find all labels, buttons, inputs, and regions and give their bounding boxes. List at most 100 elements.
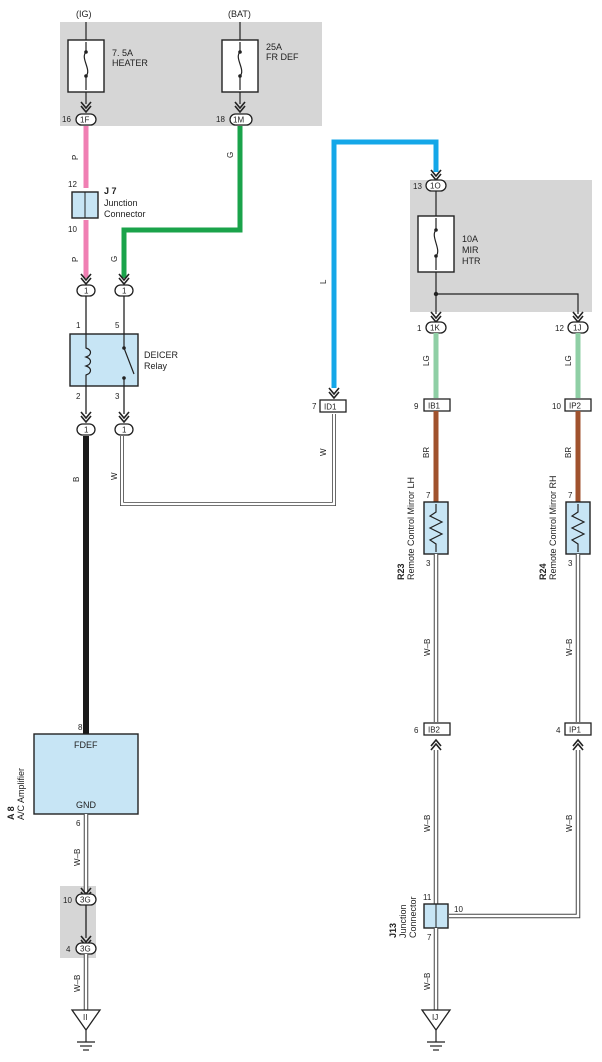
wire-label-br-right: BR <box>564 447 573 458</box>
wire-label-w-right: W <box>319 448 328 456</box>
wire-label-wb-amp: W–B <box>73 849 82 866</box>
ip1-pin: 4 <box>556 726 561 735</box>
pin-18: 18 <box>216 115 225 124</box>
r24-pin-3: 3 <box>568 559 573 568</box>
fuse-mir-htr-icon <box>433 218 439 270</box>
wire-w <box>120 414 336 506</box>
a8-pin-8: 8 <box>78 723 83 732</box>
connector-ib2 <box>423 722 451 736</box>
relay-pin-1: 1 <box>76 321 81 330</box>
wire-label-g-lower: G <box>110 256 119 262</box>
connector-ib2-label: IB2 <box>428 726 441 735</box>
ground-pin-10: 10 <box>63 896 72 905</box>
fuse-heater-name: HEATER <box>112 58 148 68</box>
relay-name-1: DEICER <box>144 350 179 360</box>
a8-pin-6: 6 <box>76 819 81 828</box>
wire-label-w-left: W <box>110 472 119 480</box>
relay-pin-2: 2 <box>76 392 81 401</box>
wire-l <box>331 139 439 388</box>
wire-label-lg-right: LG <box>564 355 573 366</box>
bat-label: (BAT) <box>228 9 251 19</box>
wire-label-p-lower: P <box>71 257 80 262</box>
ground-ii-label: II <box>83 1013 87 1022</box>
j7-pin-10: 10 <box>68 225 77 234</box>
j7-name-1: Junction <box>104 198 138 208</box>
connector-3g-bot-label: 3G <box>80 945 91 954</box>
connector-1o-label: 1O <box>430 182 441 191</box>
wire-label-wb-r24: W–B <box>565 639 574 656</box>
id1-pin: 7 <box>312 402 317 411</box>
relay-name-2: Relay <box>144 361 168 371</box>
a8-id: A 8 <box>6 806 16 820</box>
wire-label-b: B <box>72 477 81 482</box>
ground-pin-4: 4 <box>66 945 71 954</box>
ground-ii-icon <box>70 1009 102 1051</box>
relay-connector-bot-right <box>114 423 134 436</box>
j13-pin-10: 10 <box>454 905 463 914</box>
r24-id: R24 <box>538 563 548 580</box>
relay-connector-bot-right-label: 1 <box>122 426 127 435</box>
r23-pin-7: 7 <box>426 491 431 500</box>
j13-pin-11: 11 <box>423 893 432 902</box>
fuse-heater-amp: 7. 5A <box>112 48 133 58</box>
connector-1m-label: 1M <box>233 116 244 125</box>
r23-heater-icon <box>428 504 444 552</box>
j13-id: J13 <box>388 923 398 938</box>
fuse-frdef-amp: 25A <box>266 42 282 52</box>
connector-id1 <box>319 399 347 413</box>
a8-fdef: FDEF <box>74 740 98 750</box>
ground-ij-icon <box>420 1009 452 1051</box>
r23-pin-3: 3 <box>426 559 431 568</box>
connector-1f <box>75 113 97 126</box>
a8-gnd: GND <box>76 800 97 810</box>
connector-ip1-label: IP1 <box>569 726 582 735</box>
r24-heater-icon <box>570 504 586 552</box>
fuse-mir-name-2: HTR <box>462 256 481 266</box>
connector-1k-label: 1K <box>430 324 440 333</box>
r23-name: Remote Control Mirror LH <box>406 477 416 580</box>
connector-id1-label: ID1 <box>324 403 337 412</box>
relay-connector-bot-left <box>76 423 96 436</box>
ib2-pin: 6 <box>414 726 419 735</box>
connector-1m <box>229 113 253 126</box>
wire-label-g-upper: G <box>226 152 235 158</box>
deicer-relay <box>69 333 139 387</box>
j13-name-2: Connector <box>408 896 418 938</box>
wire-label-wb-ij: W–B <box>423 973 432 990</box>
a8-name: A/C Amplifier <box>16 768 26 820</box>
fuse-mir-name-1: MIR <box>462 245 479 255</box>
j7-name-2: Connector <box>104 209 146 219</box>
wire-label-wb-r23: W–B <box>423 639 432 656</box>
mir-pin-12: 12 <box>555 324 564 333</box>
j13-name-1: Junction <box>398 904 408 938</box>
connector-ip2-label: IP2 <box>569 402 582 411</box>
r23-id: R23 <box>396 563 406 580</box>
relay-pin-5: 5 <box>115 321 120 330</box>
mir-pin-13: 13 <box>413 182 422 191</box>
j7-pin-12: 12 <box>68 180 77 189</box>
connector-1j-label: 1J <box>573 324 581 333</box>
connector-ip1 <box>564 722 592 736</box>
wire-label-lg-left: LG <box>422 355 431 366</box>
ig-label: (IG) <box>76 9 92 19</box>
relay-connector-top-left-label: 1 <box>84 287 89 296</box>
connector-3g-top-label: 3G <box>80 896 91 905</box>
wire-label-p-upper: P <box>71 155 80 160</box>
ip2-pin: 10 <box>552 402 561 411</box>
relay-pin-3: 3 <box>115 392 120 401</box>
pin-16: 16 <box>62 115 71 124</box>
connector-1f-label: 1F <box>80 116 89 125</box>
j7-id: J 7 <box>104 186 117 196</box>
r24-pin-7: 7 <box>568 491 573 500</box>
connector-ib1-label: IB1 <box>428 402 441 411</box>
relay-connector-top-right-label: 1 <box>122 287 127 296</box>
wire-label-wb-j13-left: W–B <box>423 815 432 832</box>
j13-pin-7: 7 <box>427 933 432 942</box>
ground-ij-label: IJ <box>432 1013 438 1022</box>
mir-pin-1: 1 <box>417 324 422 333</box>
relay-coil-icon <box>84 334 92 386</box>
r24-name: Remote Control Mirror RH <box>548 475 558 580</box>
fuse-mir-amp: 10A <box>462 234 478 244</box>
ib1-pin: 9 <box>414 402 419 411</box>
